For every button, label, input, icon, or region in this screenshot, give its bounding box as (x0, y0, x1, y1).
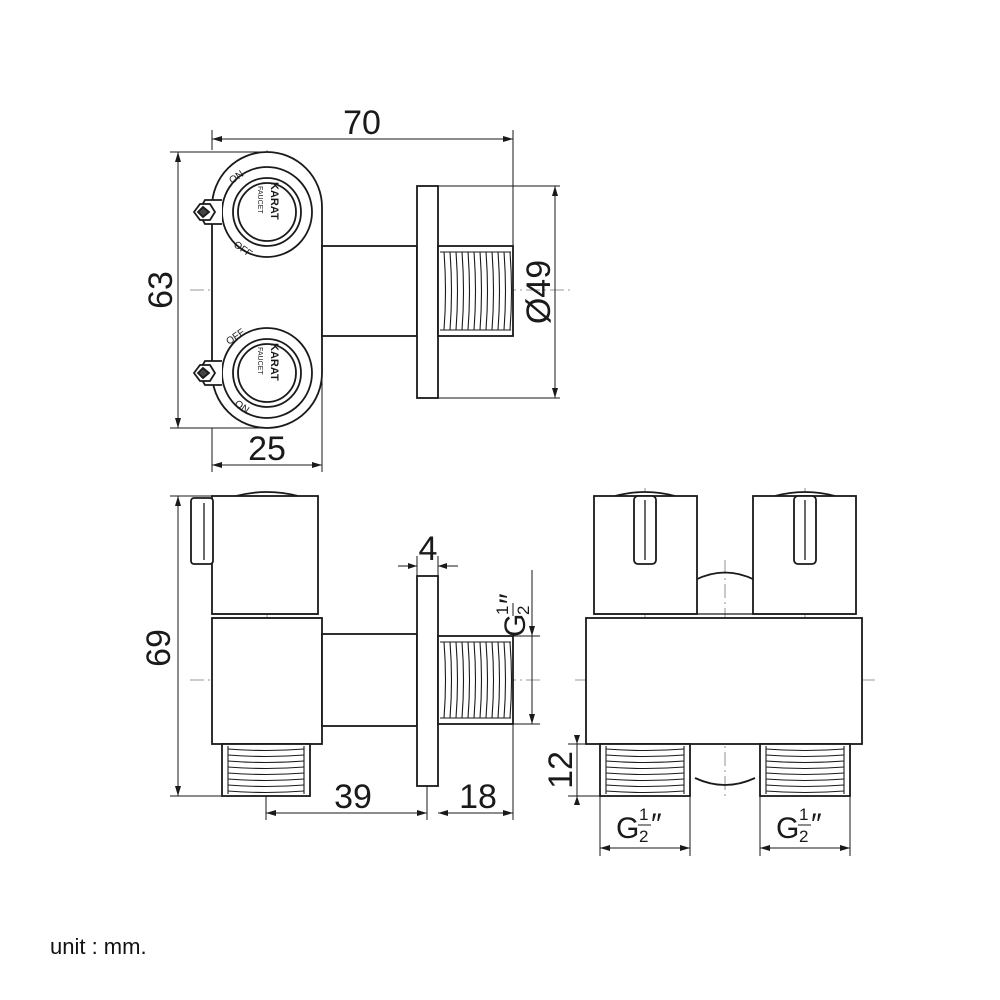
side-view: 69 4 G 1 2 ″ 39 18 (140, 491, 540, 820)
svg-text:″: ″ (494, 593, 527, 604)
side-flange (416, 575, 439, 787)
dim-front-thread-left: G 1 2 ″ (616, 805, 662, 846)
dim-width-total: 70 (343, 104, 381, 142)
svg-text:″: ″ (811, 808, 822, 841)
dim-flange-thickness: 4 (419, 530, 438, 568)
dim-body-depth: 39 (334, 778, 372, 816)
front-thread-left (599, 743, 691, 797)
front-body (585, 617, 863, 745)
dim-height-top: 63 (142, 271, 180, 309)
side-body (211, 617, 323, 745)
logo-sub-upper: FAUCET (256, 186, 263, 214)
side-stem (321, 633, 418, 727)
logo-sub-lower: FAUCET (256, 347, 263, 375)
svg-text:1: 1 (493, 606, 512, 615)
front-view: 12 G 1 2 ″ G 1 2 ″ (542, 488, 875, 856)
top-handle-lower: OFF ON KARAT FAUCET (221, 327, 313, 419)
dim-diameter: Ø49 (520, 260, 558, 324)
side-bottom-thread-lines (227, 746, 305, 794)
dim-side-thread-spec: G 1 2 ″ (493, 593, 533, 637)
svg-text:″: ″ (651, 808, 662, 841)
front-thread-right (759, 743, 851, 797)
dim-thread-height: 12 (542, 751, 580, 789)
side-thread-lines (440, 641, 513, 719)
side-bottom-thread (221, 743, 311, 797)
top-stem (321, 245, 418, 337)
front-thread-left-lines (605, 746, 685, 794)
unit-note: unit : mm. (50, 934, 147, 959)
logo-brand-upper: KARAT (268, 182, 280, 220)
dim-thread-length: 18 (459, 778, 497, 816)
svg-text:2: 2 (799, 827, 808, 846)
svg-text:G: G (776, 812, 799, 845)
side-handle (211, 495, 319, 615)
dim-height-side: 69 (140, 629, 178, 667)
logo-brand-lower: KARAT (268, 343, 280, 381)
dim-front-thread-right: G 1 2 ″ (776, 805, 822, 846)
top-thread-lines (440, 251, 513, 331)
side-lever (190, 497, 214, 565)
svg-text:1: 1 (639, 805, 648, 824)
top-flange (416, 185, 439, 399)
top-view: ON OFF KARAT FAUCET OFF ON KARAT FAUCET (142, 104, 570, 472)
svg-text:2: 2 (639, 827, 648, 846)
svg-text:2: 2 (514, 606, 533, 615)
svg-text:1: 1 (799, 805, 808, 824)
dim-handle-width: 25 (248, 430, 286, 468)
svg-text:G: G (616, 812, 639, 845)
svg-text:G: G (499, 614, 532, 637)
front-thread-right-lines (765, 746, 845, 794)
